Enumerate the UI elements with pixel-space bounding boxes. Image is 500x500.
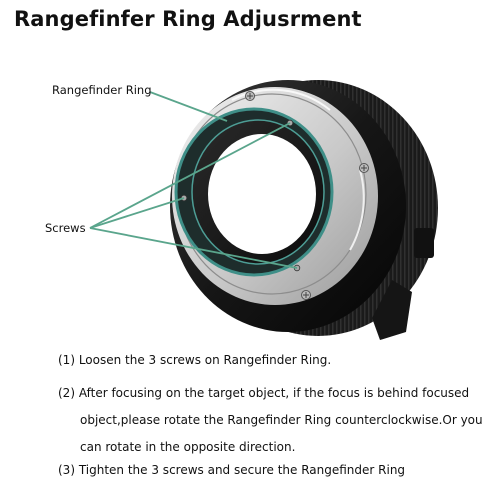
step-number: (2) bbox=[58, 386, 75, 400]
lens-adapter-illustration bbox=[89, 80, 438, 340]
step-text: Loosen the 3 screws on Rangefinder Ring. bbox=[78, 353, 332, 367]
page-title: Rangefinfer Ring Adjusrment bbox=[14, 7, 362, 31]
step-3: (3) Tighten the 3 screws and secure the … bbox=[58, 463, 405, 477]
rangefinder-ring-label: Rangefinder Ring bbox=[52, 83, 152, 97]
step-text: Tighten the 3 screws and secure the Rang… bbox=[78, 463, 406, 477]
release-lever bbox=[372, 280, 412, 340]
step-2-line-2: object,please rotate the Rangefinder Rin… bbox=[80, 413, 483, 427]
step-1: (1) Loosen the 3 screws on Rangefinder R… bbox=[58, 353, 331, 367]
step-text: After focusing on the target object, if … bbox=[78, 386, 470, 400]
screws-label: Screws bbox=[45, 221, 86, 235]
step-2-line-3: can rotate in the opposite direction. bbox=[80, 440, 296, 454]
step-number: (1) bbox=[58, 353, 75, 367]
callout-lines bbox=[89, 91, 298, 269]
step-number: (3) bbox=[58, 463, 75, 477]
mount-screws bbox=[245, 91, 369, 300]
step-2: (2) After focusing on the target object,… bbox=[58, 386, 469, 400]
lock-button bbox=[414, 228, 434, 258]
